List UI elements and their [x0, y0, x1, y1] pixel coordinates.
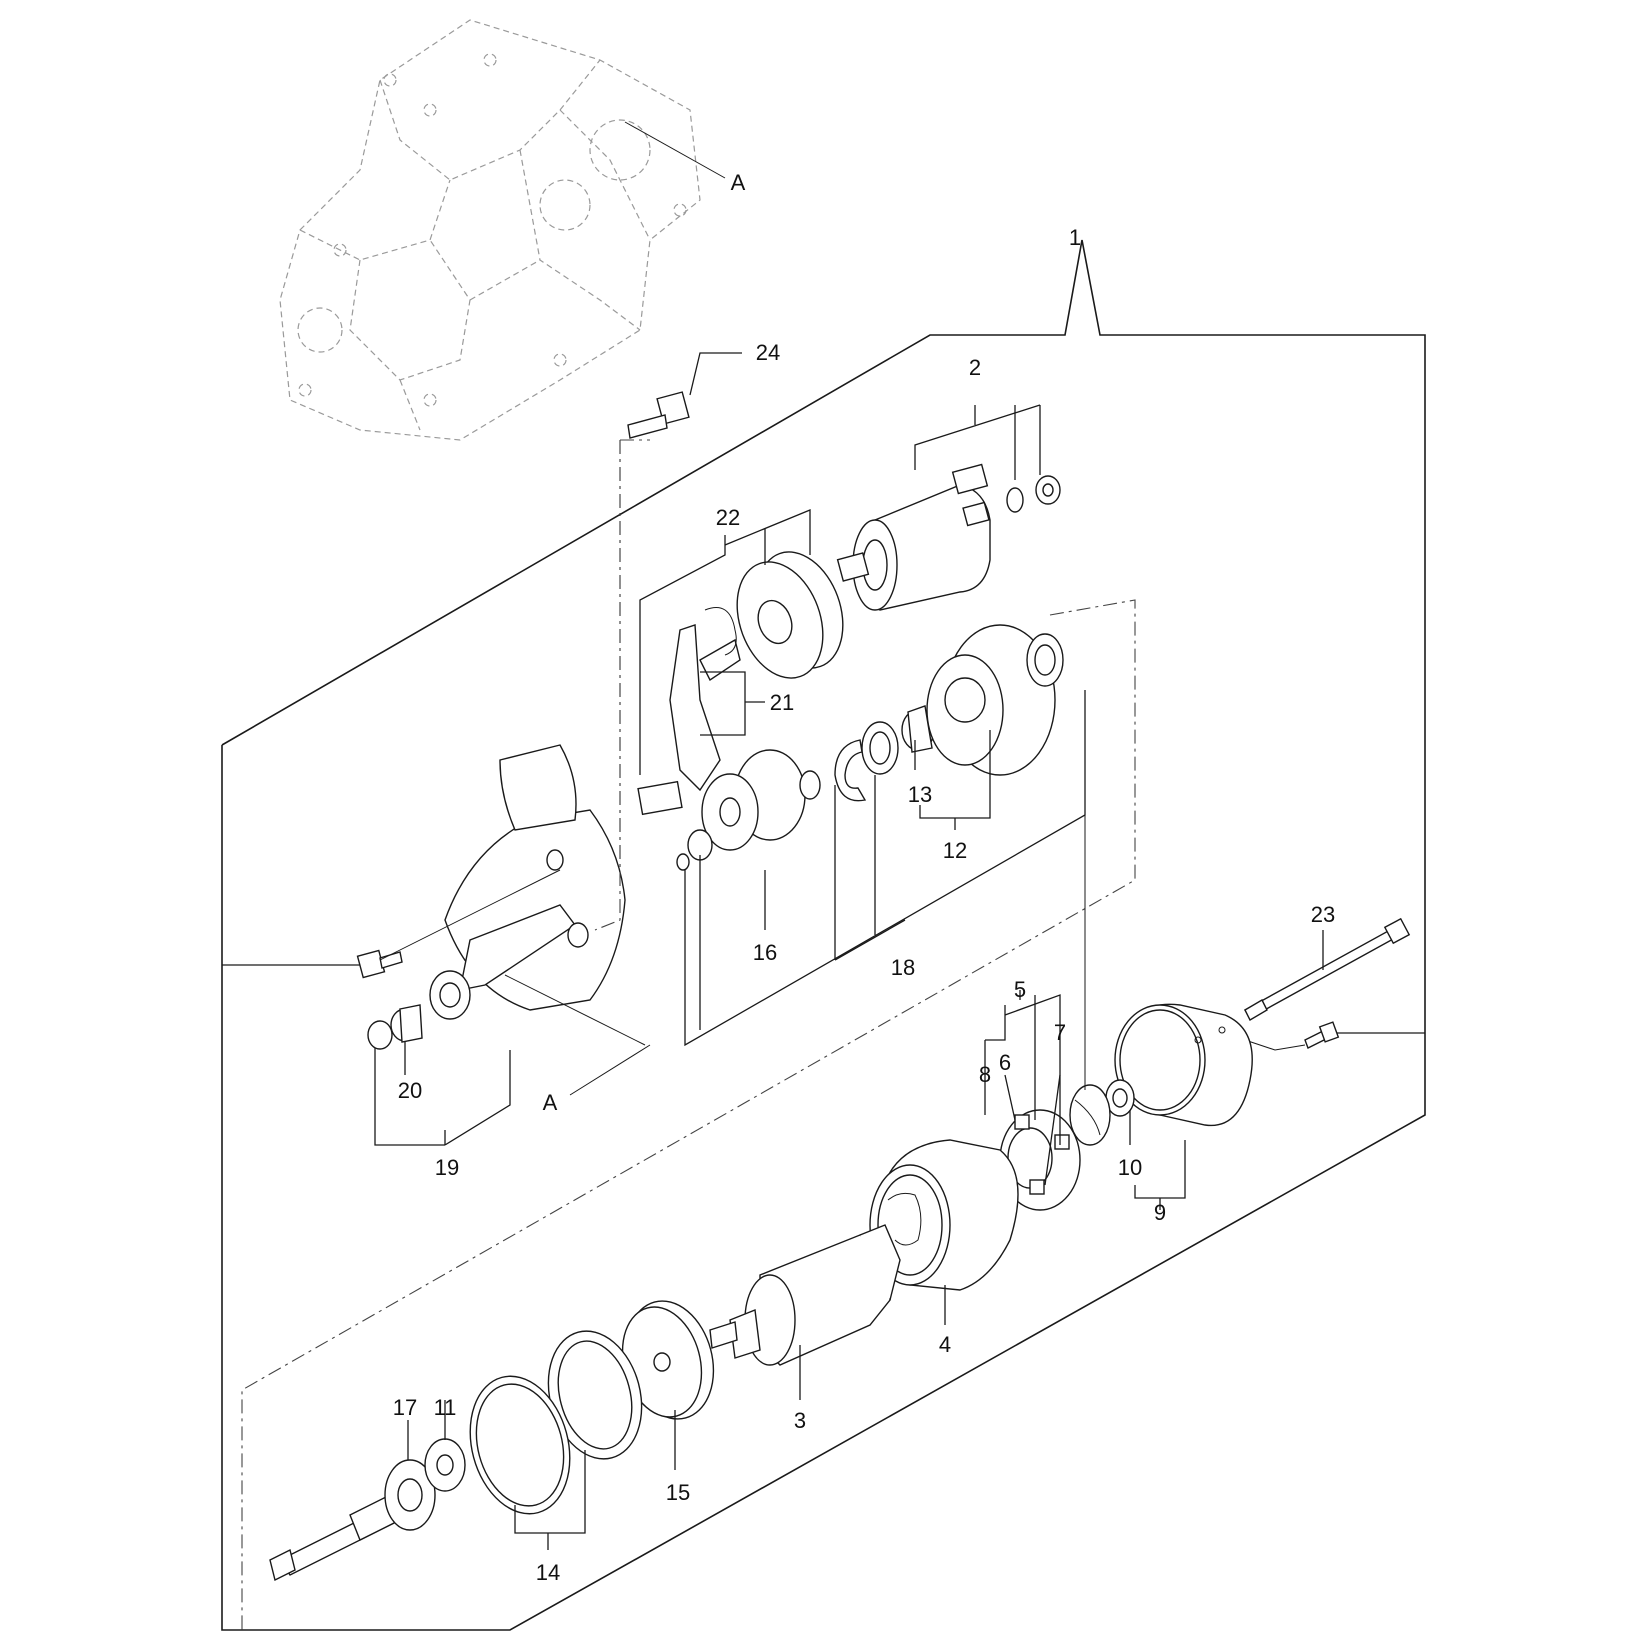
callout-22: 22 [716, 505, 740, 530]
reference-a-top: A [731, 170, 746, 195]
reference-a-bottom: A [543, 1090, 558, 1115]
callout-19: 19 [435, 1155, 459, 1180]
bush-10 [1105, 1079, 1135, 1117]
through-bolt-23 [1244, 917, 1411, 1021]
callout-9: 9 [1154, 1200, 1166, 1225]
assembly-axis-lines [241, 439, 1136, 1630]
washers-22 [736, 551, 844, 679]
seal-ring [1069, 690, 1111, 1146]
callout-18: 18 [891, 955, 915, 980]
housing-bolt [356, 869, 561, 979]
callout-23: 23 [1311, 902, 1335, 927]
callout-5: 5 [1014, 977, 1026, 1002]
ref-line-top [624, 121, 726, 179]
drive-pinion-16 [676, 749, 821, 871]
callout-5-8-brackets [984, 990, 1061, 1186]
callout-14: 14 [536, 1560, 560, 1585]
callout-12: 12 [943, 838, 967, 863]
yoke-4 [869, 1139, 1019, 1325]
callout-2-bracket [914, 404, 1041, 480]
bolt-24 [627, 391, 690, 439]
callout-24: 24 [756, 340, 780, 365]
callout-17: 17 [393, 1395, 417, 1420]
callout-16: 16 [753, 940, 777, 965]
callout-13: 13 [908, 782, 932, 807]
armature-3 [709, 1224, 901, 1400]
callout-1: 1 [1069, 225, 1081, 250]
rear-cover-9 [1114, 1003, 1253, 1127]
bolt-24-axis [594, 440, 621, 931]
callout-9-10-bracket [1129, 1110, 1186, 1210]
callout-labels: 1 2 3 4 5 6 7 8 9 10 11 12 13 14 15 16 1… [393, 170, 1335, 1585]
flywheel-housing-ghost [279, 19, 701, 441]
assembly-1-bracket [221, 239, 1426, 1631]
callout-19-20-bracket [374, 974, 651, 1146]
callout-8: 8 [979, 1062, 991, 1087]
callout-20: 20 [398, 1078, 422, 1103]
callout-22-bracket [639, 509, 811, 775]
callout-2: 2 [969, 355, 981, 380]
shift-lever-21 [637, 607, 741, 816]
callout-6: 6 [999, 1050, 1011, 1075]
pinion-shaft-17 [269, 1420, 436, 1582]
planet-gear-11 [424, 1400, 466, 1492]
callout-24-bracket [689, 352, 742, 396]
gear-case-12 [926, 624, 1064, 776]
end-cover-screw [1244, 1021, 1340, 1051]
front-housing-19 [429, 744, 626, 1020]
callout-12-13-brackets [914, 730, 991, 830]
callout-10: 10 [1118, 1155, 1142, 1180]
bushings-20 [367, 1004, 423, 1050]
snap-ring-washer [834, 705, 935, 802]
callout-21: 21 [770, 690, 794, 715]
internal-gear-14 [469, 1330, 643, 1515]
callout-21-bracket [700, 671, 765, 736]
callout-4: 4 [939, 1332, 951, 1357]
callout-3: 3 [794, 1408, 806, 1433]
solenoid-switch [836, 463, 1061, 611]
callout-14-bracket [514, 1450, 586, 1550]
callout-7: 7 [1054, 1020, 1066, 1045]
callout-15: 15 [666, 1480, 690, 1505]
callout-11: 11 [434, 1395, 457, 1420]
